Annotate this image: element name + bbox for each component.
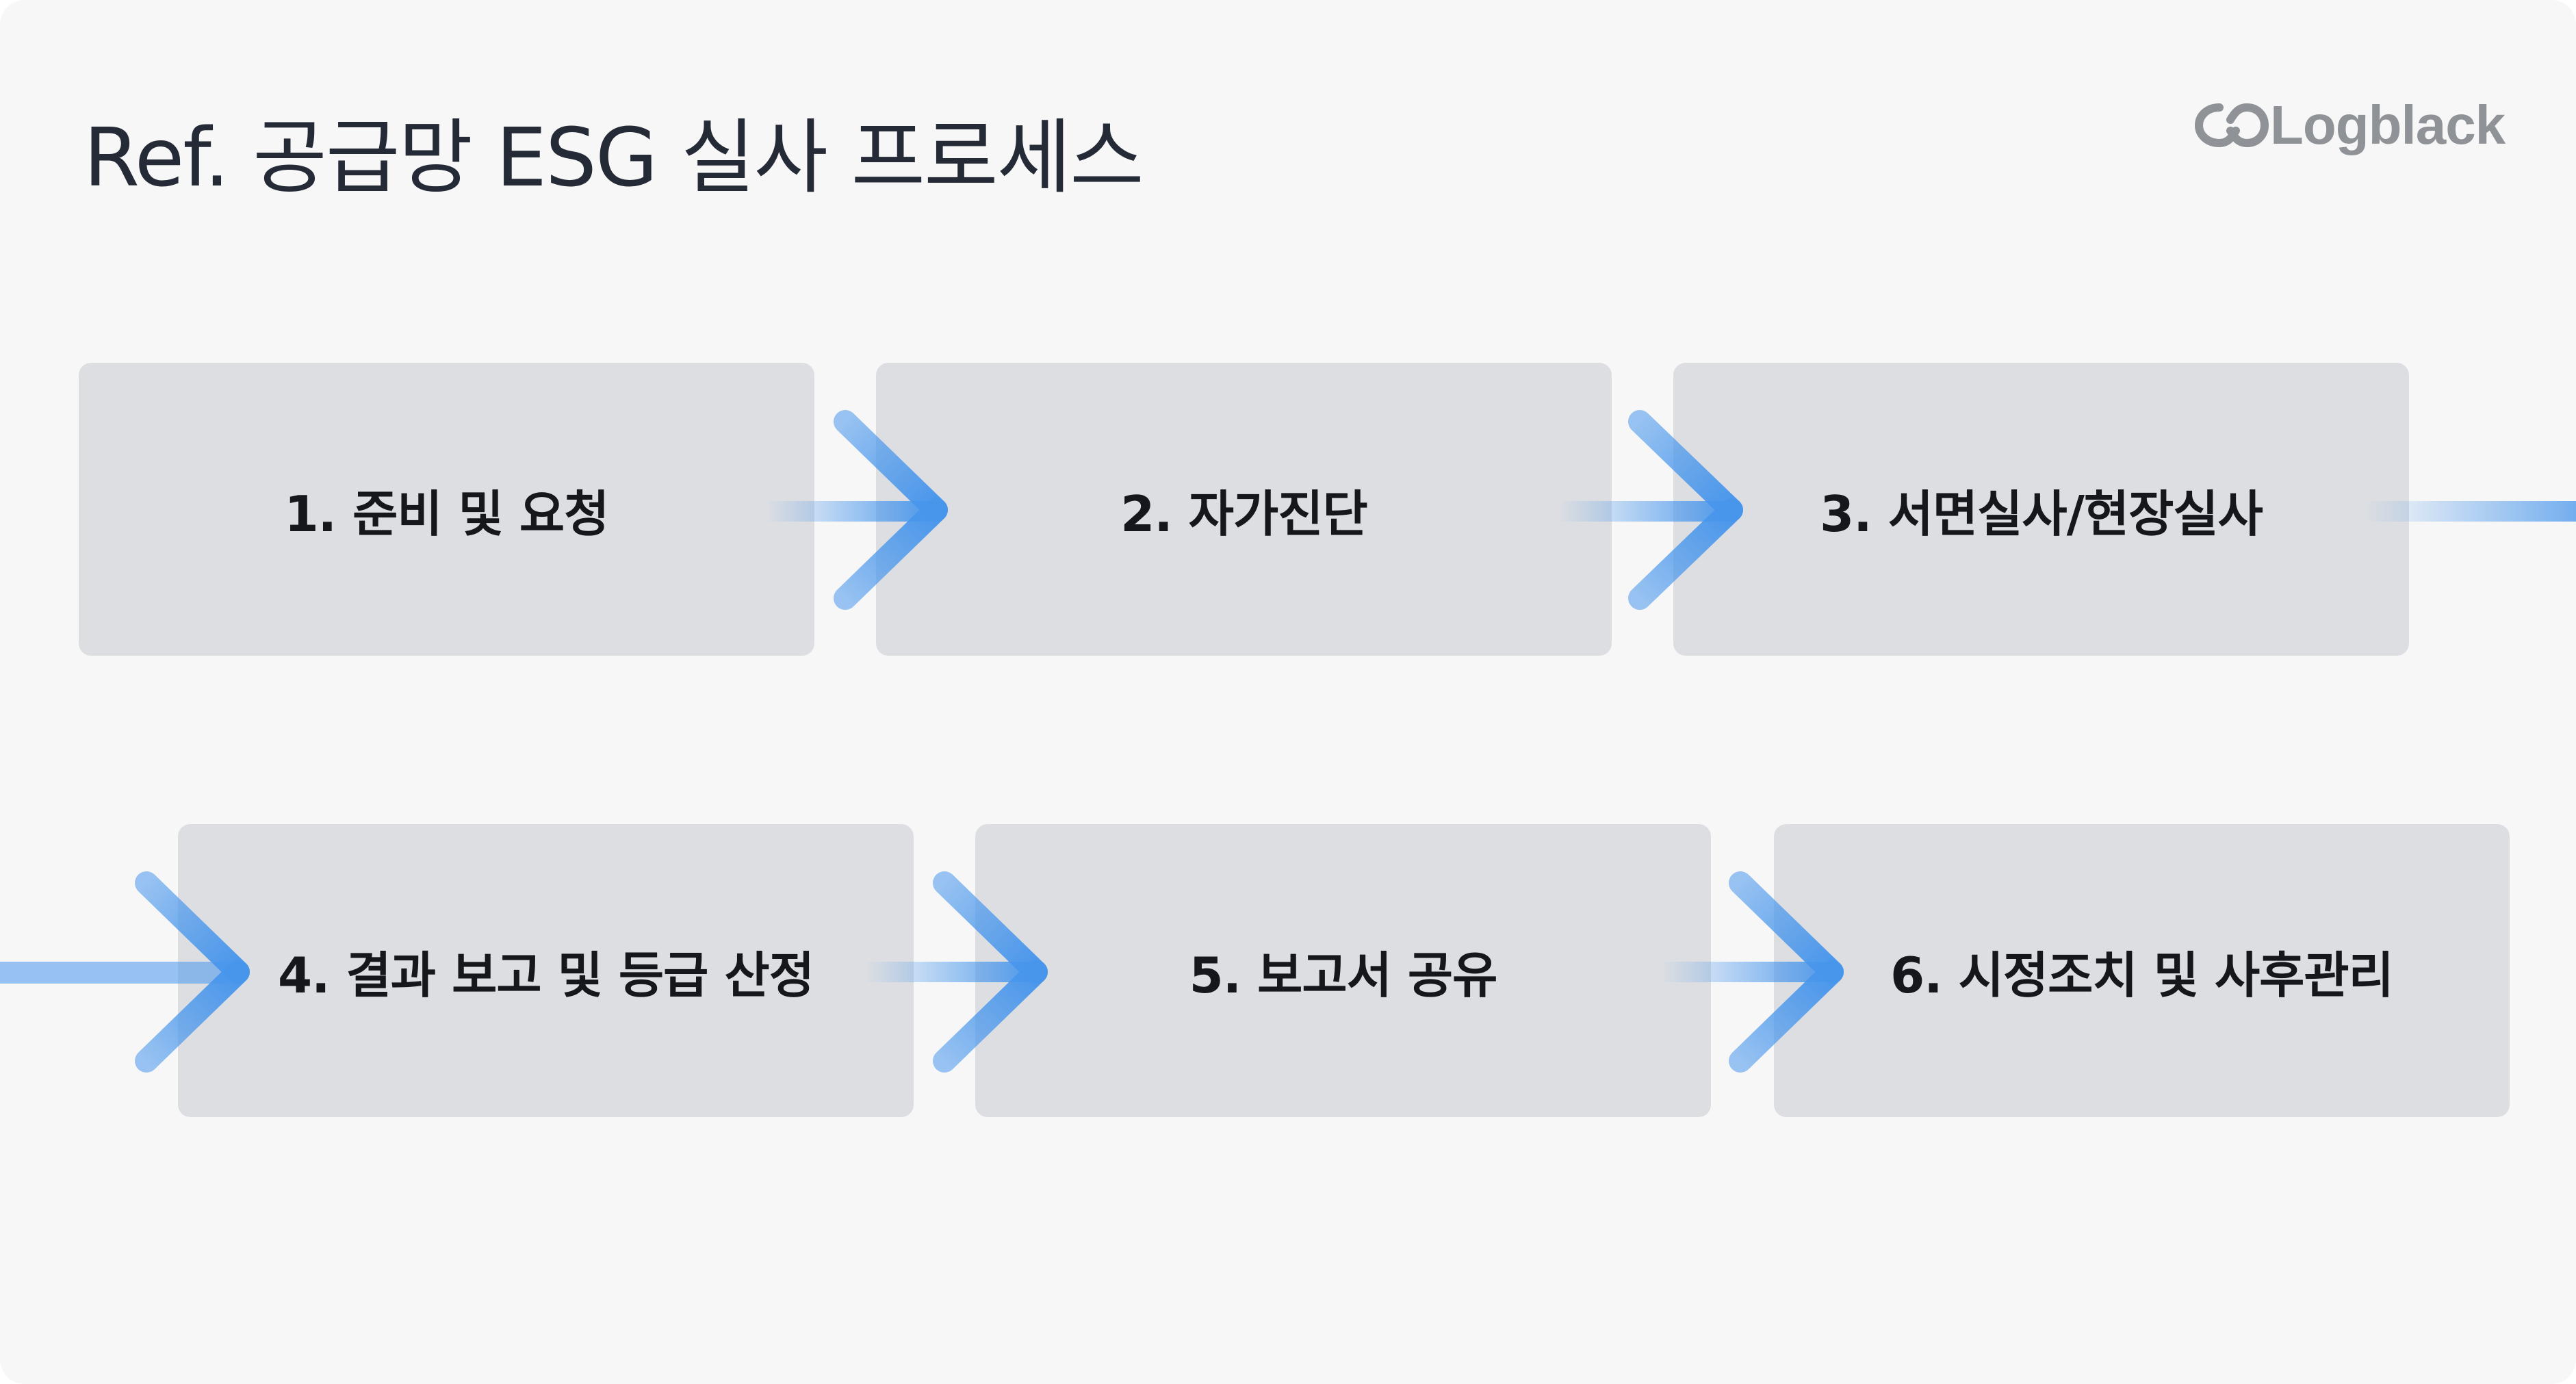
- step-label: 1. 준비 및 요청: [284, 485, 610, 543]
- step-box-1: 1. 준비 및 요청: [79, 363, 814, 656]
- step-box-2: 2. 자가진단: [876, 363, 1612, 656]
- step-label: 4. 결과 보고 및 등급 산정: [278, 946, 814, 1004]
- step-label: 2. 자가진단: [1120, 485, 1367, 543]
- step-box-3: 3. 서면실사/현장실사: [1673, 363, 2409, 656]
- step-label: 3. 서면실사/현장실사: [1820, 485, 2263, 543]
- step-box-4: 4. 결과 보고 및 등급 산정: [178, 824, 914, 1117]
- step-box-5: 5. 보고서 공유: [975, 824, 1711, 1117]
- logo-text: Logblack: [2270, 94, 2506, 155]
- step-label: 5. 보고서 공유: [1189, 946, 1498, 1004]
- page-title: Ref. 공급망 ESG 실사 프로세스: [83, 110, 1144, 205]
- brand-logo: Logblack: [2193, 88, 2506, 163]
- step-box-6: 6. 시정조치 및 사후관리: [1774, 824, 2510, 1117]
- logblack-logo-icon: [2194, 103, 2269, 148]
- step-label: 6. 시정조치 및 사후관리: [1890, 946, 2394, 1004]
